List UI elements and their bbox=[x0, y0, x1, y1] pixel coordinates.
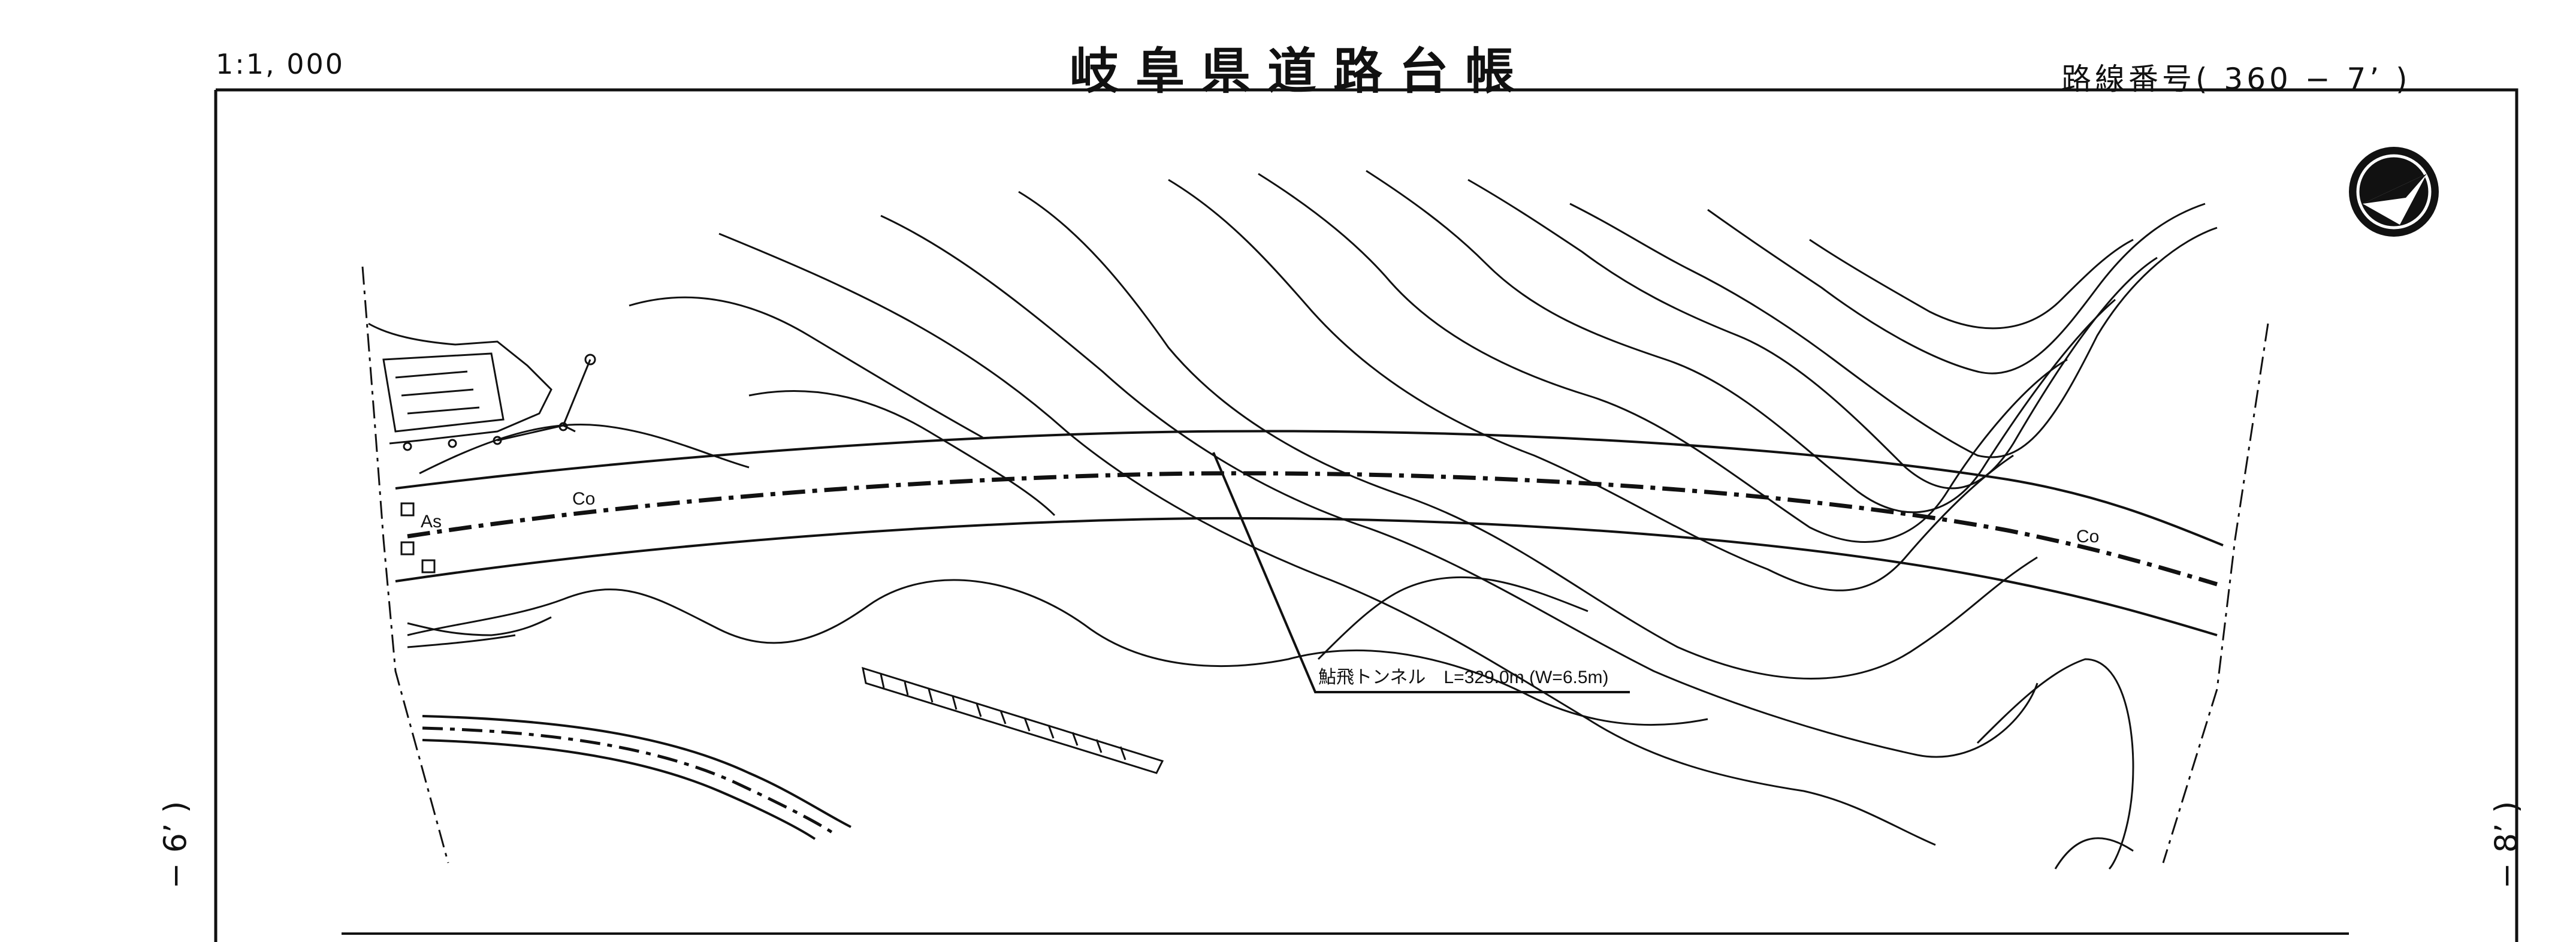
contour-line bbox=[629, 296, 983, 439]
contour-line bbox=[1569, 203, 2218, 458]
tunnel-leader bbox=[1212, 452, 1630, 693]
road bbox=[395, 430, 2224, 636]
lower-road bbox=[422, 715, 851, 840]
contour-line bbox=[1168, 179, 2014, 591]
tunnel-label: 鮎飛トンネル L=329.0m (W=6.5m) bbox=[1318, 668, 1609, 687]
contour-line bbox=[748, 390, 1056, 517]
contour-line bbox=[1317, 576, 1589, 660]
contour-line bbox=[880, 215, 2039, 758]
road-edge-north bbox=[395, 430, 2224, 547]
surface-label-as: As bbox=[421, 512, 442, 532]
slope-hatch bbox=[862, 666, 1164, 774]
scale-label: 1:1, 000 bbox=[216, 48, 345, 80]
contour-line bbox=[1707, 203, 2206, 375]
contour-line bbox=[1366, 170, 2116, 514]
contour-line bbox=[718, 233, 1936, 846]
road-edge-south bbox=[395, 517, 2218, 636]
contour-line bbox=[1258, 173, 2068, 543]
surface-label-co-west: Co bbox=[572, 489, 595, 509]
road-centerline bbox=[407, 471, 2218, 587]
contour-line bbox=[1976, 658, 2134, 870]
surface-label-co-east: Co bbox=[2076, 527, 2099, 547]
roadside-structures bbox=[368, 322, 596, 648]
match-lines bbox=[361, 266, 2269, 864]
map-frame bbox=[214, 88, 2518, 942]
contour-line bbox=[419, 423, 750, 475]
north-arrow-icon bbox=[2349, 147, 2439, 237]
contour-line bbox=[1018, 191, 2038, 680]
contour-line bbox=[1809, 238, 2134, 330]
contour-line bbox=[1467, 179, 2158, 490]
contour-line bbox=[407, 579, 1708, 726]
contour-lines bbox=[407, 170, 2218, 870]
